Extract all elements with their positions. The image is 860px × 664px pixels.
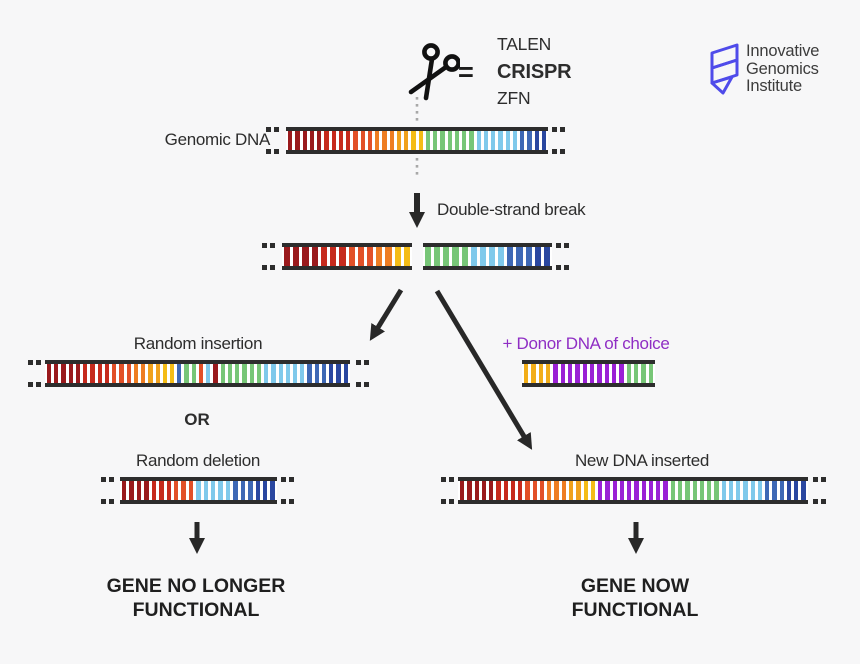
- gene-now-line2: FUNCTIONAL: [571, 599, 699, 621]
- dna-strand-donor: [522, 360, 655, 387]
- dna-strand-random-deletion: [120, 477, 277, 504]
- random-deletion-label: Random deletion: [135, 451, 261, 470]
- gene-now-functional-label: GENE NOW FUNCTIONAL: [515, 574, 755, 622]
- dna-continuation-dots: [556, 243, 569, 270]
- gene-no-longer-line2: FUNCTIONAL: [132, 599, 260, 621]
- dna-continuation-dots: [262, 243, 275, 270]
- dna-strand-break-left: [282, 243, 412, 270]
- scissors-icon: [408, 43, 460, 101]
- gene-now-line1: GENE NOW: [580, 575, 690, 597]
- new-dna-inserted-label: New DNA inserted: [574, 451, 710, 470]
- double-strand-break-label: Double-strand break: [437, 200, 586, 219]
- dna-strand-random-insertion: [45, 360, 350, 387]
- gene-no-longer-functional-label: GENE NO LONGER FUNCTIONAL: [76, 574, 316, 622]
- tool-talen: TALEN: [497, 34, 552, 54]
- tool-crispr: CRISPR: [497, 60, 572, 83]
- igi-logo-icon: [710, 43, 739, 95]
- or-label: OR: [184, 410, 210, 429]
- dna-continuation-dots: [356, 360, 369, 387]
- genomic-dna-label: Genomic DNA: [164, 130, 271, 149]
- branch-right-arrow-icon: [434, 289, 533, 450]
- dna-continuation-dots: [813, 477, 826, 504]
- dna-continuation-dots: [552, 127, 565, 154]
- dna-continuation-dots: [441, 477, 454, 504]
- igi-logo-line1: Innovative: [746, 42, 820, 60]
- tool-zfn: ZFN: [497, 87, 531, 108]
- gene-no-longer-line1: GENE NO LONGER: [106, 575, 286, 597]
- dna-strand-new-dna: [458, 477, 808, 504]
- igi-logo-text: Innovative Genomics Institute: [746, 42, 820, 96]
- nuclease-tools-list: TALEN CRISPR ZFN: [497, 34, 572, 108]
- dna-continuation-dots: [281, 477, 294, 504]
- igi-logo-line2: Genomics: [746, 59, 819, 78]
- igi-logo-line3: Institute: [746, 77, 802, 95]
- dna-continuation-dots: [101, 477, 114, 504]
- branch-left-arrow-icon: [369, 288, 404, 341]
- dna-strand-genomic: [286, 127, 548, 154]
- donor-dna-label: + Donor DNA of choice: [502, 334, 670, 353]
- equals-sign: =: [458, 57, 474, 87]
- dna-strand-break-right: [423, 243, 552, 270]
- random-insertion-label: Random insertion: [133, 334, 263, 353]
- dna-continuation-dots: [28, 360, 41, 387]
- dna-continuation-dots: [266, 127, 279, 154]
